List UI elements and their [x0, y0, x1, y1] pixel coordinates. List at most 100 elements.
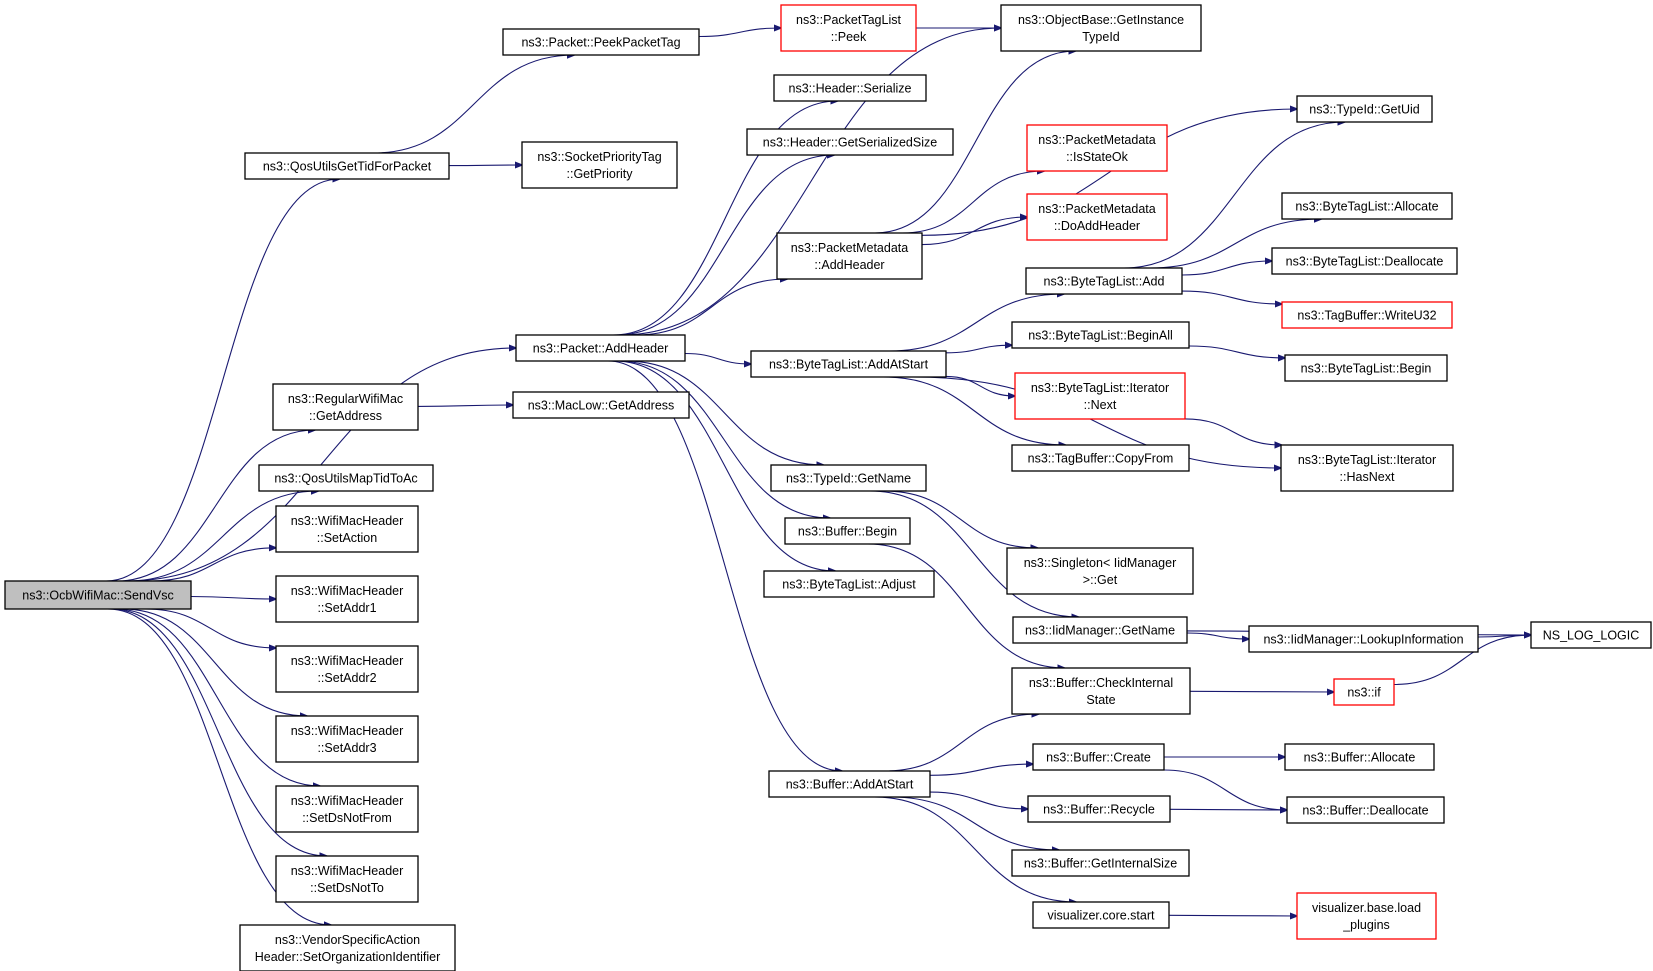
node-label: ::SetAddr2: [317, 671, 376, 685]
node-box: [502, 28, 700, 56]
edge-line: [684, 352, 751, 365]
node-label: ::SetAddr3: [317, 741, 376, 755]
node-label: ns3::Buffer::GetInternalSize: [1024, 857, 1177, 871]
node-getuid[interactable]: ns3::TypeId::GetUid: [1296, 95, 1433, 123]
node-label: ns3::IidManager::LookupInformation: [1263, 633, 1463, 647]
node-qosmap[interactable]: ns3::QosUtilsMapTidToAc: [258, 464, 434, 492]
node-hdrsize[interactable]: ns3::Header::GetSerializedSize: [746, 128, 954, 156]
edge-pkaddhdr-to-btladjust: [614, 360, 835, 571]
node-iidlookup[interactable]: ns3::IidManager::LookupInformation: [1248, 625, 1479, 653]
node-vendor[interactable]: ns3::VendorSpecificActionHeader::SetOrga…: [239, 924, 456, 971]
edge-bufaddatstart-to-bufcheck: [884, 714, 1039, 772]
node-nsif[interactable]: ns3::if: [1333, 678, 1395, 706]
node-setdsto[interactable]: ns3::WifiMacHeader::SetDsNotTo: [275, 855, 419, 903]
edge-qostid-to-peekpt: [373, 55, 575, 154]
node-label: ns3::ObjectBase::GetInstance: [1018, 13, 1184, 27]
node-nslog[interactable]: NS_LOG_LOGIC: [1530, 621, 1652, 649]
edge-bufaddatstart-to-bufcreate: [929, 764, 1033, 776]
node-btladdatstart[interactable]: ns3::ByteTagList::AddAtStart: [750, 350, 947, 378]
edge-line: [1123, 122, 1345, 269]
node-box: [1027, 795, 1171, 823]
node-setaction[interactable]: ns3::WifiMacHeader::SetAction: [275, 505, 419, 553]
edge-line: [1168, 915, 1297, 916]
node-typename[interactable]: ns3::TypeId::GetName: [770, 464, 927, 492]
node-sendvsc[interactable]: ns3::OcbWifiMac::SendVsc: [4, 580, 192, 610]
edge-line: [190, 597, 276, 600]
edge-line: [929, 764, 1033, 776]
node-tbcopy[interactable]: ns3::TagBuffer::CopyFrom: [1011, 444, 1190, 472]
edge-line: [869, 490, 1079, 617]
node-box: [773, 74, 927, 102]
edge-iidname-to-iidlookup: [1186, 632, 1249, 639]
node-iidname[interactable]: ns3::IidManager::GetName: [1012, 616, 1188, 644]
edge-line: [614, 360, 835, 571]
node-box: [784, 517, 911, 545]
node-btlalloc[interactable]: ns3::ByteTagList::Allocate: [1281, 192, 1453, 220]
node-label: ns3::Packet::PeekPacketTag: [521, 36, 680, 50]
node-label: ns3::Buffer::Recycle: [1043, 803, 1155, 817]
node-label: ::SetAction: [317, 531, 377, 545]
edge-sendvsc-to-setaddr1: [190, 597, 276, 600]
node-pmadd[interactable]: ns3::PacketMetadata::AddHeader: [776, 232, 923, 280]
edge-line: [122, 608, 307, 716]
node-maclowaddr[interactable]: ns3::MacLow::GetAddress: [512, 391, 690, 419]
edge-line: [929, 791, 1028, 809]
node-label: NS_LOG_LOGIC: [1543, 629, 1640, 643]
node-label: ns3::TagBuffer::WriteU32: [1297, 309, 1436, 323]
node-btladd[interactable]: ns3::ByteTagList::Add: [1025, 267, 1183, 295]
node-label: ns3::ByteTagList::Allocate: [1295, 200, 1438, 214]
node-label: ns3::TypeId::GetUid: [1309, 103, 1420, 117]
edge-pkaddhdr-to-hdrsize: [616, 155, 834, 336]
node-regaddr[interactable]: ns3::RegularWifiMac::GetAddress: [272, 383, 419, 431]
node-vizstart[interactable]: visualizer.core.start: [1032, 901, 1170, 929]
node-bufsize[interactable]: ns3::Buffer::GetInternalSize: [1011, 849, 1190, 877]
node-setaddr2[interactable]: ns3::WifiMacHeader::SetAddr2: [275, 645, 419, 693]
node-setdsfrom[interactable]: ns3::WifiMacHeader::SetDsNotFrom: [275, 785, 419, 833]
node-ptlpeek[interactable]: ns3::PacketTagList::Peek: [780, 4, 917, 52]
node-sockprio[interactable]: ns3::SocketPriorityTag::GetPriority: [521, 141, 678, 189]
node-pkaddhdr[interactable]: ns3::Packet::AddHeader: [515, 334, 686, 362]
node-box: [1281, 301, 1453, 329]
node-label: ns3::ByteTagList::Add: [1044, 275, 1165, 289]
node-setaddr1[interactable]: ns3::WifiMacHeader::SetAddr1: [275, 575, 419, 623]
node-box: [1025, 267, 1183, 295]
node-label: ns3::Packet::AddHeader: [533, 342, 669, 356]
edge-line: [868, 543, 1065, 668]
node-tbwrite[interactable]: ns3::TagBuffer::WriteU32: [1281, 301, 1453, 329]
node-bufdealloc[interactable]: ns3::Buffer::Deallocate: [1286, 796, 1445, 824]
node-bufalloc[interactable]: ns3::Buffer::Allocate: [1284, 743, 1435, 771]
node-bufbegin[interactable]: ns3::Buffer::Begin: [784, 517, 911, 545]
node-box: [1271, 247, 1458, 275]
edge-pmadd-to-pmstate: [902, 171, 1044, 234]
node-peekpt[interactable]: ns3::Packet::PeekPacketTag: [502, 28, 700, 56]
node-box: [1248, 625, 1479, 653]
node-pmstate[interactable]: ns3::PacketMetadata::IsStateOk: [1026, 124, 1168, 172]
node-box: [4, 580, 192, 610]
node-singleton[interactable]: ns3::Singleton< IidManager>::Get: [1006, 547, 1194, 595]
node-label: visualizer.base.load: [1312, 901, 1421, 915]
node-ithasnext[interactable]: ns3::ByteTagList::Iterator::HasNext: [1280, 444, 1454, 492]
node-btladjust[interactable]: ns3::ByteTagList::Adjust: [763, 570, 935, 598]
edge-pmadd-to-pmdoadd: [921, 217, 1027, 246]
node-btldealloc[interactable]: ns3::ByteTagList::Deallocate: [1271, 247, 1458, 275]
node-btlbeginall[interactable]: ns3::ByteTagList::BeginAll: [1011, 321, 1190, 349]
node-hdrser[interactable]: ns3::Header::Serialize: [773, 74, 927, 102]
node-pmdoadd[interactable]: ns3::PacketMetadata::DoAddHeader: [1026, 193, 1168, 241]
node-setaddr3[interactable]: ns3::WifiMacHeader::SetAddr3: [275, 715, 419, 763]
node-btlbegin[interactable]: ns3::ByteTagList::Begin: [1284, 354, 1448, 382]
node-itnext[interactable]: ns3::ByteTagList::Iterator::Next: [1014, 372, 1186, 420]
node-vizload[interactable]: visualizer.base.load_plugins: [1296, 892, 1437, 940]
node-bufcreate[interactable]: ns3::Buffer::Create: [1032, 743, 1165, 771]
edge-line: [888, 294, 1065, 352]
edge-sendvsc-to-regaddr: [116, 430, 315, 582]
edge-sendvsc-to-qostid: [106, 179, 339, 582]
node-bufaddatstart[interactable]: ns3::Buffer::AddAtStart: [768, 770, 931, 798]
node-qostid[interactable]: ns3::QosUtilsGetTidForPacket: [244, 152, 450, 180]
node-label: ::SetAddr1: [317, 601, 376, 615]
node-label: ::GetPriority: [567, 167, 634, 181]
node-label: ns3::VendorSpecificAction: [275, 933, 420, 947]
node-bufrecycle[interactable]: ns3::Buffer::Recycle: [1027, 795, 1171, 823]
node-label: ns3::WifiMacHeader: [291, 654, 404, 668]
